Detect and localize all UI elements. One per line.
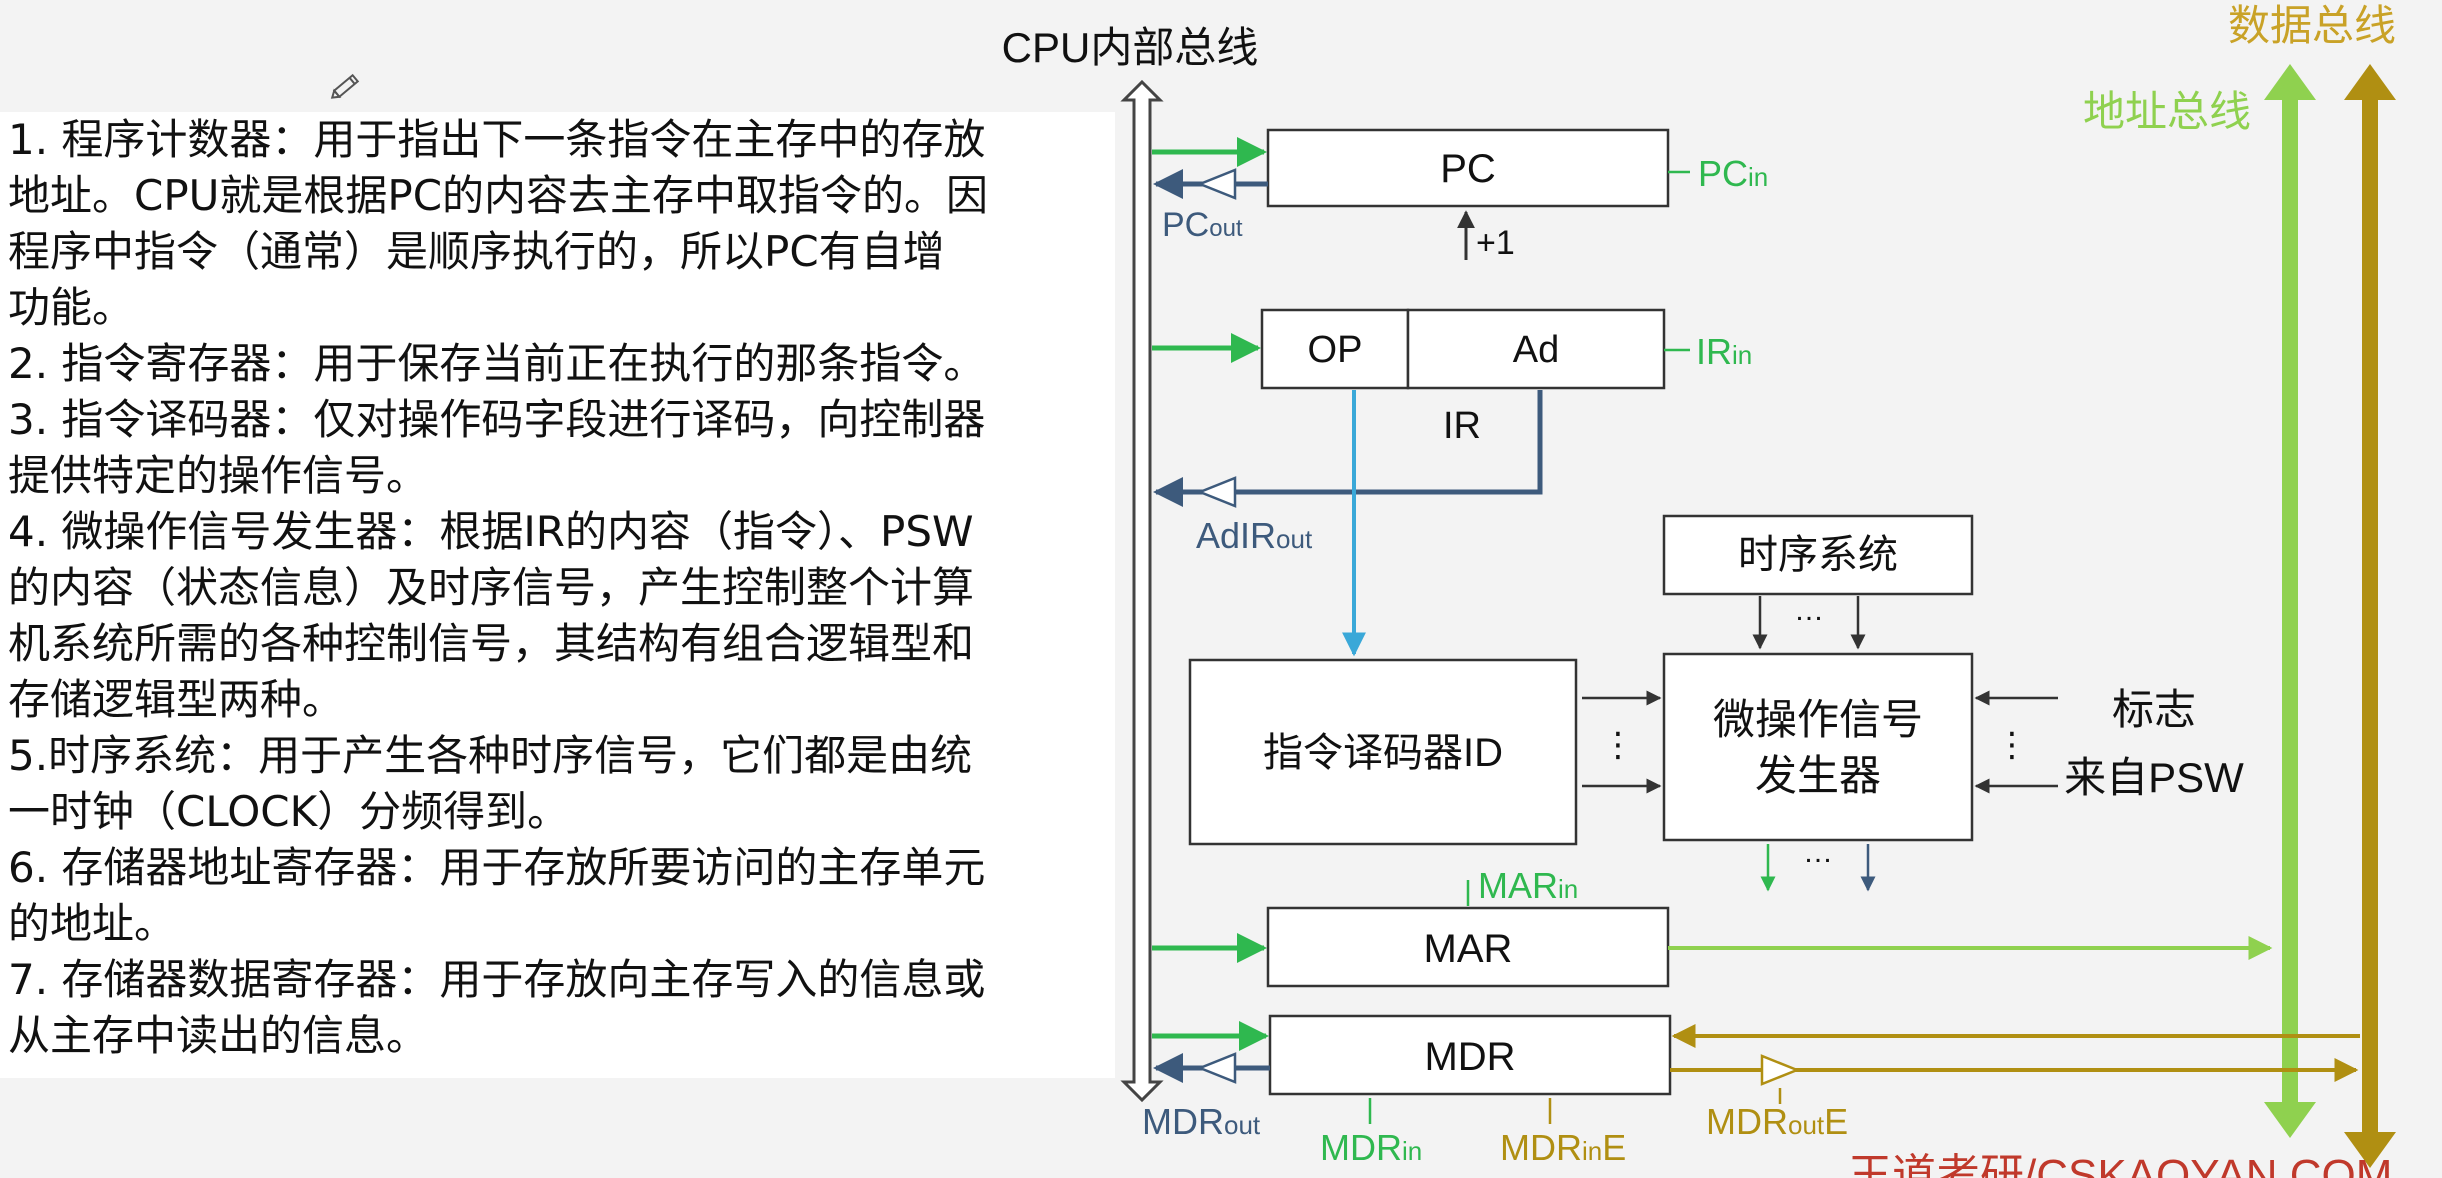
flag-label: 标志 bbox=[2112, 686, 2196, 733]
pc-register bbox=[1266, 128, 1670, 208]
pc-in-label: PCin bbox=[1698, 153, 1768, 194]
mar-register bbox=[1266, 906, 1670, 988]
instruction-decoder-box bbox=[1188, 658, 1578, 846]
pc-out-arrow bbox=[1153, 168, 1268, 200]
ir-in-label: IRin bbox=[1696, 331, 1752, 372]
mdr-label: MDR bbox=[1424, 1035, 1515, 1079]
control-signal-ellipsis: … bbox=[1803, 836, 1833, 869]
description-line: 提供特定的操作信号。 bbox=[8, 451, 429, 500]
description-line: 一时钟（CLOCK）分频得到。 bbox=[8, 787, 570, 836]
cpu-internal-bus bbox=[1120, 79, 1164, 1103]
description-line: 3. 指令译码器：仅对操作码字段进行译码，向控制器 bbox=[8, 395, 986, 444]
ir-ad-label: Ad bbox=[1513, 329, 1559, 371]
timing-ellipsis: … bbox=[1794, 594, 1824, 627]
data-bus bbox=[2344, 64, 2396, 1168]
pc-label: PC bbox=[1440, 147, 1496, 191]
pc-out-label: PCout bbox=[1162, 206, 1243, 244]
pencil-icon bbox=[326, 66, 366, 106]
description-line: 程序中指令（通常）是顺序执行的，所以PC有自增 bbox=[8, 227, 945, 276]
from-psw-label: 来自PSW bbox=[2064, 754, 2244, 801]
description-line: 4. 微操作信号发生器：根据IR的内容（指令）、PSW bbox=[8, 507, 974, 556]
psw-flag-ellipsis: ⋮ bbox=[1995, 726, 2029, 764]
micro-op-generator-box bbox=[1662, 652, 1974, 842]
adir-out-label: AdIRout bbox=[1196, 515, 1313, 556]
mar-in-label: MARin bbox=[1478, 865, 1578, 906]
micro-op-label-line1: 微操作信号 bbox=[1713, 696, 1923, 743]
timing-system-box bbox=[1662, 514, 1974, 596]
address-bus-label: 地址总线 bbox=[2083, 88, 2251, 135]
mdr-out-label: MDRout bbox=[1142, 1101, 1261, 1142]
timing-system-label: 时序系统 bbox=[1738, 533, 1898, 577]
ir-ad-field bbox=[1406, 308, 1666, 390]
description-line: 5.时序系统：用于产生各种时序信号，它们都是由统 bbox=[8, 731, 973, 780]
data-bus-label: 数据总线 bbox=[2228, 2, 2396, 49]
description-panel: 1. 程序计数器：用于指出下一条指令在主存中的存放 地址。CPU就是根据PC的内… bbox=[0, 112, 1115, 1078]
mdr-in-e-label: MDRinE bbox=[1500, 1127, 1626, 1168]
description-line: 的地址。 bbox=[8, 899, 177, 948]
mar-label: MAR bbox=[1424, 927, 1513, 971]
pc-increment-label: +1 bbox=[1476, 224, 1515, 262]
watermark: 王道考研/CSKAOYAN.COM bbox=[1848, 1151, 2392, 1178]
micro-op-label-line2: 发生器 bbox=[1755, 752, 1881, 799]
description-line: 1. 程序计数器：用于指出下一条指令在主存中的存放 bbox=[8, 115, 986, 164]
description-line: 从主存中读出的信息。 bbox=[8, 1011, 429, 1060]
ir-op-field bbox=[1260, 308, 1410, 390]
ir-op-label: OP bbox=[1308, 329, 1363, 371]
mdr-to-data-bus-arrow bbox=[1670, 1054, 2359, 1086]
description-line: 存储逻辑型两种。 bbox=[8, 675, 345, 724]
description-line: 功能。 bbox=[8, 283, 135, 332]
cpu-bus-title: CPU内部总线 bbox=[1002, 24, 1259, 71]
description-line: 6. 存储器地址寄存器：用于存放所要访问的主存单元 bbox=[8, 843, 986, 892]
address-bus bbox=[2264, 64, 2316, 1138]
adir-out-arrow bbox=[1153, 390, 1543, 508]
description-line: 2. 指令寄存器：用于保存当前正在执行的那条指令。 bbox=[8, 339, 986, 388]
decoder-output-ellipsis: ⋮ bbox=[1601, 726, 1635, 764]
mdr-register bbox=[1268, 1014, 1672, 1096]
mdr-out-arrow bbox=[1153, 1052, 1270, 1084]
mdr-in-label: MDRin bbox=[1320, 1127, 1422, 1168]
description-line: 机系统所需的各种控制信号，其结构有组合逻辑型和 bbox=[8, 619, 975, 668]
description-line: 地址。CPU就是根据PC的内容去主存中取指令的。因 bbox=[8, 171, 989, 220]
description-line: 7. 存储器数据寄存器：用于存放向主存写入的信息或 bbox=[8, 955, 986, 1004]
mdr-out-e-label: MDRoutE bbox=[1706, 1101, 1848, 1142]
instruction-decoder-label: 指令译码器ID bbox=[1263, 731, 1503, 775]
ir-label: IR bbox=[1443, 405, 1481, 447]
description-line: 的内容（状态信息）及时序信号，产生控制整个计算 bbox=[8, 563, 975, 612]
